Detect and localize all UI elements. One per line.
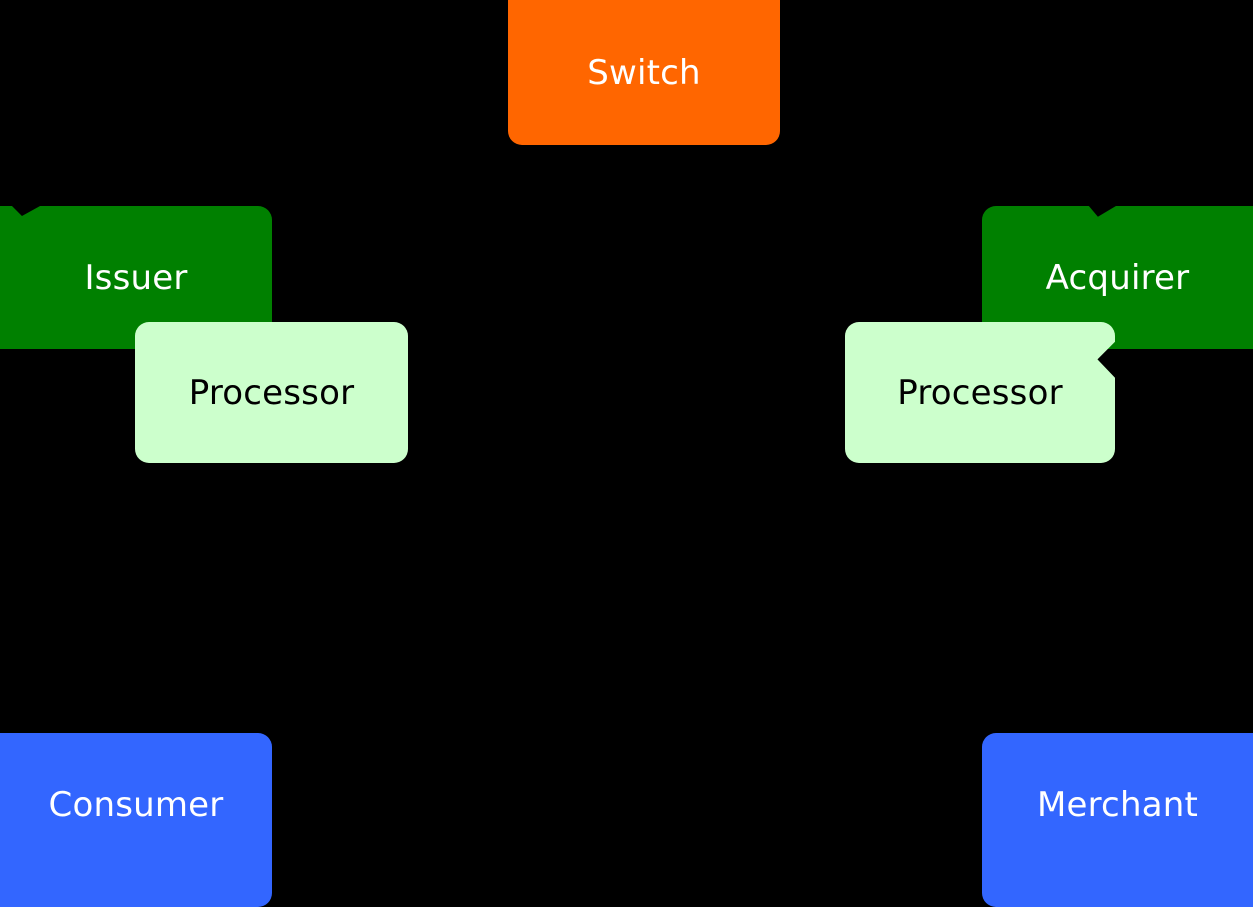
node-processor-issuer-label: Processor bbox=[188, 372, 355, 413]
node-merchant-label: Merchant bbox=[1036, 785, 1199, 825]
node-acquirer-label: Acquirer bbox=[1045, 257, 1190, 298]
node-consumer[interactable]: Consumer bbox=[0, 733, 272, 907]
node-switch[interactable]: Switch bbox=[508, 0, 780, 145]
node-processor-acquirer-label: Processor bbox=[897, 372, 1063, 413]
node-processor-acquirer[interactable]: Processor bbox=[845, 322, 1115, 463]
node-switch-label: Switch bbox=[587, 52, 701, 93]
node-issuer-label: Issuer bbox=[84, 257, 188, 298]
node-issuer[interactable]: Issuer bbox=[0, 206, 272, 349]
node-processor-issuer[interactable]: Processor bbox=[135, 322, 408, 463]
node-consumer-label: Consumer bbox=[48, 785, 224, 825]
node-merchant[interactable]: Merchant bbox=[982, 733, 1253, 907]
